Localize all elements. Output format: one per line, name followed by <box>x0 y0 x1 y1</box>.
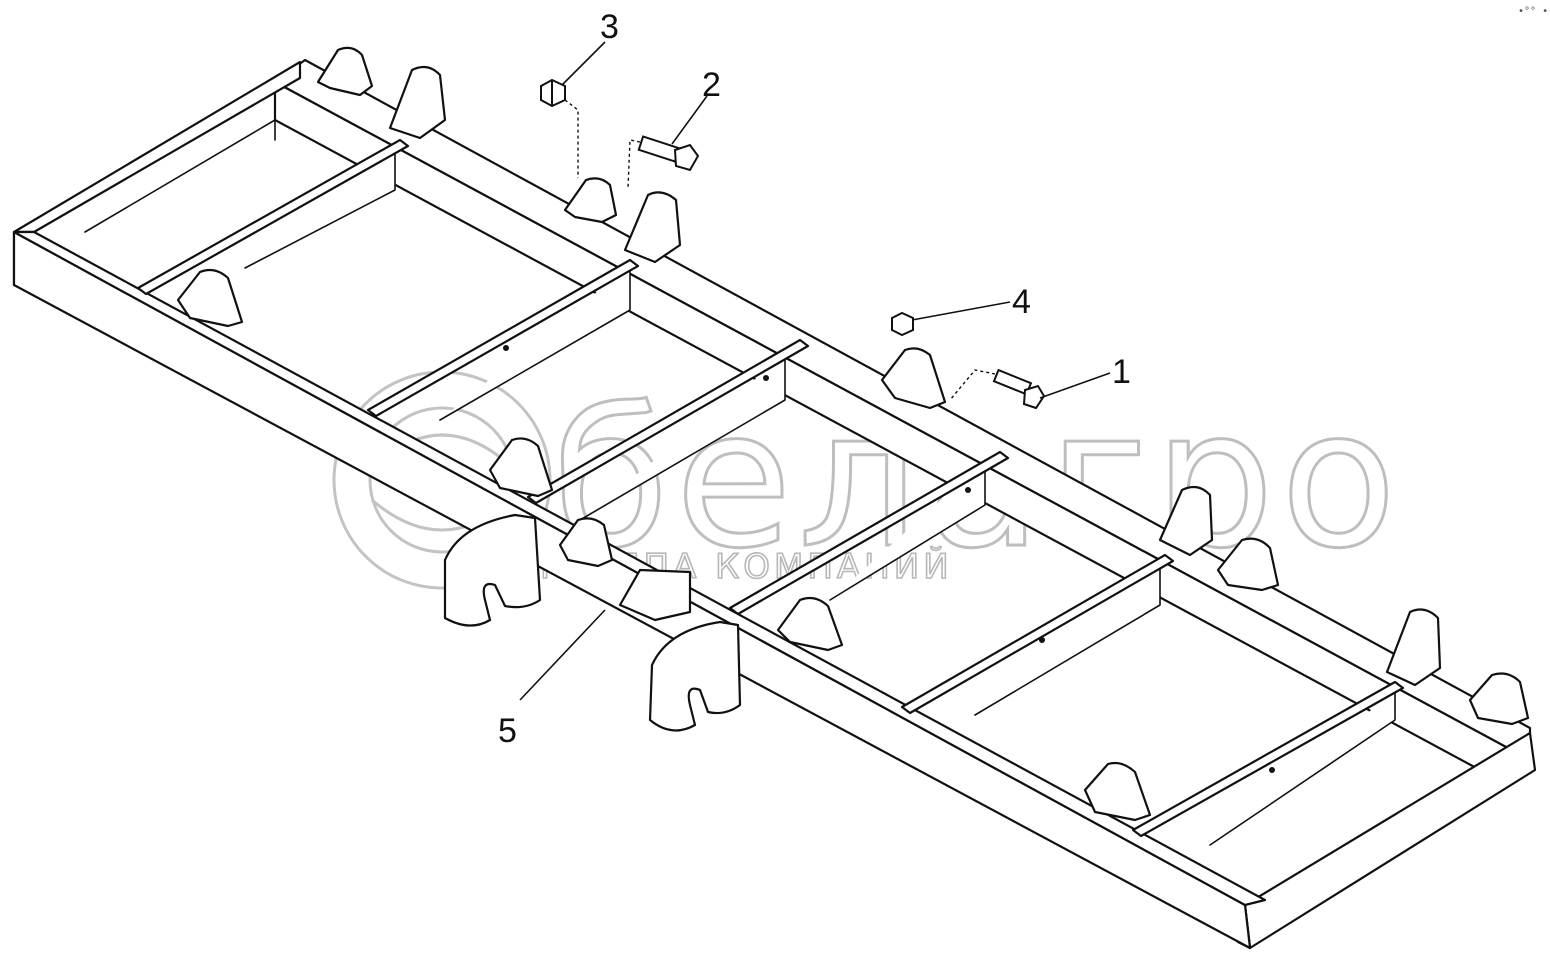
nut-4-icon <box>891 311 914 337</box>
ear-brackets-rear <box>316 46 1530 726</box>
callout-2: 2 <box>702 66 721 104</box>
end-cap-right <box>1230 731 1537 950</box>
callout-4: 4 <box>1012 283 1031 321</box>
callouts: 3 2 4 1 5 <box>498 8 1131 750</box>
callout-1: 1 <box>1112 353 1131 391</box>
ear-brackets-front <box>176 268 1152 822</box>
callout-5: 5 <box>498 712 517 750</box>
cross-bars <box>136 138 1405 838</box>
fasteners <box>540 78 1046 410</box>
frame-assembly <box>12 46 1537 950</box>
corner-mark: •°° ••• <box>1518 6 1550 17</box>
bolt-2-icon <box>637 135 700 172</box>
nut-3-icon <box>540 78 566 108</box>
assembly-guides <box>564 99 996 401</box>
bolt-1-icon <box>992 368 1046 410</box>
hook-plates <box>443 513 742 732</box>
callout-3: 3 <box>600 8 619 46</box>
leader-lines <box>519 41 1111 701</box>
rivets <box>503 345 1275 773</box>
